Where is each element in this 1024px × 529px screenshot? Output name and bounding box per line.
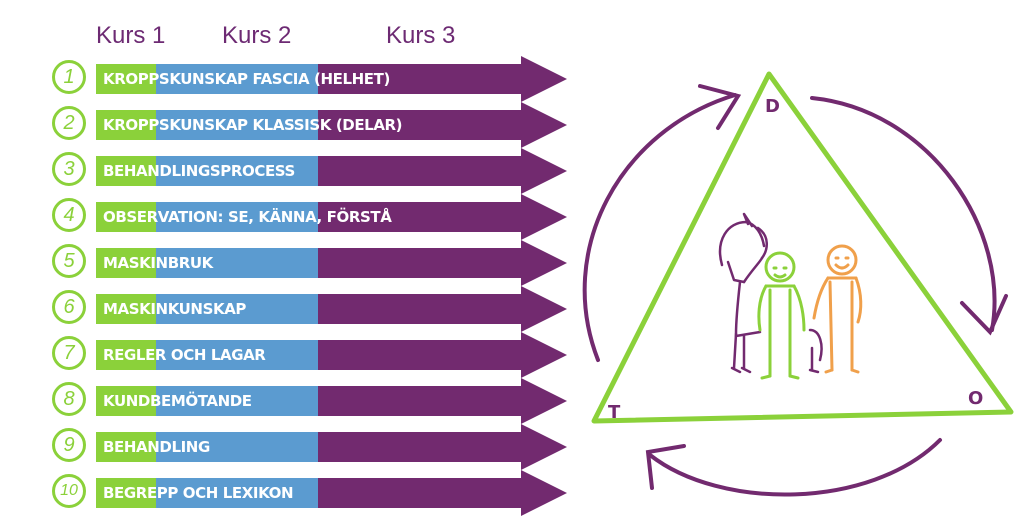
- arrow-head: [521, 470, 567, 516]
- course-1-segment: [96, 340, 156, 370]
- cycle-arrow-head: [960, 294, 1008, 336]
- course-2-segment: [156, 294, 318, 324]
- course-1-segment: [96, 294, 156, 324]
- arrow-head: [521, 148, 567, 194]
- row-label: KROPPSKUNSKAP FASCIA (HELHET): [103, 70, 390, 88]
- arrow-head: [521, 378, 567, 424]
- course-2-segment: [156, 156, 318, 186]
- course-2-header: Kurs 2: [222, 22, 292, 49]
- cycle-arrow-head: [645, 444, 686, 490]
- arrow-head: [521, 56, 567, 102]
- course-2-segment: [156, 432, 318, 462]
- arrow-row-8: 8 KUNDBEMÖTANDE: [0, 378, 580, 424]
- cycle-arrow-bottom: [648, 438, 942, 497]
- row-label: OBSERVATION: SE, KÄNNA, FÖRSTÅ: [103, 208, 392, 226]
- course-3-segment: [318, 386, 522, 416]
- cycle-arrow-top-right: [810, 96, 997, 332]
- course-1-segment: [96, 202, 156, 232]
- arrow-row-2: 2 KROPPSKUNSKAP KLASSISK (DELAR): [0, 102, 580, 148]
- triangle-shape: [591, 71, 1014, 424]
- row-label: REGLER OCH LAGAR: [103, 346, 266, 364]
- arrow-row-4: 4 OBSERVATION: SE, KÄNNA, FÖRSTÅ: [0, 194, 580, 240]
- row-label: MASKINKUNSKAP: [103, 300, 247, 318]
- row-number: 7: [52, 336, 86, 370]
- green-person-icon: [757, 251, 806, 380]
- arrow-row-5: 5 MASKINBRUK: [0, 240, 580, 286]
- row-number: 2: [52, 106, 86, 140]
- vertex-letter-t: T: [608, 402, 621, 423]
- course-1-segment: [96, 156, 156, 186]
- row-number: 10: [52, 474, 86, 508]
- course-3-segment: [318, 110, 522, 140]
- clockwise-cycle-arrows-icon: [582, 84, 1008, 497]
- course-2-segment: [156, 386, 318, 416]
- arrow-row-10: 10 BEGREPP OCH LEXIKON: [0, 470, 580, 516]
- course-1-segment: [96, 110, 156, 140]
- course-3-segment: [318, 248, 522, 278]
- course-1-header: Kurs 1: [96, 22, 166, 49]
- arrow-row-7: 7 REGLER OCH LAGAR: [0, 332, 580, 378]
- course-1-segment: [96, 386, 156, 416]
- row-label: BEHANDLING: [103, 438, 210, 456]
- row-label: BEGREPP OCH LEXIKON: [103, 484, 294, 502]
- arrow-head: [521, 102, 567, 148]
- cycle-arrow-top-left: [582, 93, 737, 362]
- course-2-segment: [156, 64, 318, 94]
- arrow-row-1: 1 KROPPSKUNSKAP FASCIA (HELHET): [0, 56, 580, 102]
- row-number: 1: [52, 60, 86, 94]
- course-3-segment: [318, 294, 522, 324]
- course-1-segment: [96, 432, 156, 462]
- row-label: BEHANDLINGSPROCESS: [103, 162, 295, 180]
- arrow-head: [521, 194, 567, 240]
- course-3-segment: [318, 340, 522, 370]
- course-2-segment: [156, 202, 318, 232]
- course-2-segment: [156, 110, 318, 140]
- vertex-letter-d: D: [765, 96, 780, 117]
- row-label: KROPPSKUNSKAP KLASSISK (DELAR): [103, 116, 403, 134]
- row-label: MASKINBRUK: [103, 254, 213, 272]
- course-3-segment: [318, 202, 522, 232]
- arrow-head: [521, 332, 567, 378]
- course-3-segment: [318, 64, 522, 94]
- row-number: 4: [52, 198, 86, 232]
- course-1-segment: [96, 248, 156, 278]
- arrow-row-6: 6 MASKINKUNSKAP: [0, 286, 580, 332]
- row-number: 9: [52, 428, 86, 462]
- row-number: 8: [52, 382, 86, 416]
- course-2-segment: [156, 340, 318, 370]
- arrow-row-9: 9 BEHANDLING: [0, 424, 580, 470]
- row-number: 6: [52, 290, 86, 324]
- cycle-diagram: D T O: [582, 71, 1014, 497]
- course-1-segment: [96, 478, 156, 508]
- course-3-segment: [318, 156, 522, 186]
- course-2-segment: [156, 478, 318, 508]
- course-2-segment: [156, 248, 318, 278]
- arrow-head: [521, 240, 567, 286]
- orange-person-icon: [812, 244, 863, 374]
- course-3-segment: [318, 432, 522, 462]
- arrow-row-3: 3 BEHANDLINGSPROCESS: [0, 148, 580, 194]
- course-1-segment: [96, 64, 156, 94]
- cycle-arrow-head: [698, 84, 742, 130]
- course-3-header: Kurs 3: [386, 22, 456, 49]
- vertex-letter-o: O: [968, 388, 983, 409]
- course-3-segment: [318, 478, 522, 508]
- arrow-head: [521, 286, 567, 332]
- arrow-head: [521, 424, 567, 470]
- row-number: 3: [52, 152, 86, 186]
- row-label: KUNDBEMÖTANDE: [103, 392, 252, 410]
- horse-icon: [718, 212, 823, 374]
- row-number: 5: [52, 244, 86, 278]
